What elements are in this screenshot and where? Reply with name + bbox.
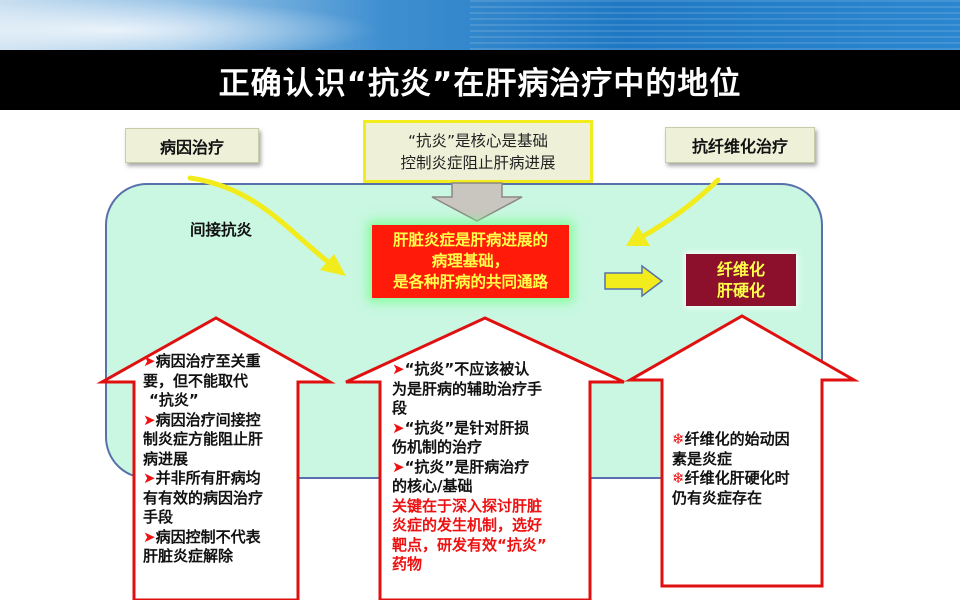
- indirect-anti-inflammation-label: 间接抗炎: [190, 218, 252, 240]
- right-line-3: ❄纤维化肝硬化时: [672, 469, 790, 487]
- antifibrosis-therapy-label: 抗纤维化治疗: [665, 127, 815, 163]
- left-line-9: 手段: [143, 508, 174, 526]
- right-line-4: 仍有炎症存在: [672, 488, 763, 507]
- right-line-2: 素是炎症: [672, 449, 733, 468]
- core-line-1: 肝脏炎症是肝病进展的: [392, 231, 548, 249]
- triangle-right-icon: ➤: [392, 418, 405, 437]
- snowflake-icon: ❄: [672, 430, 685, 448]
- left-line-3: “抗炎”: [149, 391, 199, 409]
- indirect-label-text: 间接抗炎: [190, 221, 253, 239]
- callout-line-2: 控制炎症阻止肝病进展: [400, 153, 556, 172]
- middle-line-5: 伤机制的治疗: [392, 438, 483, 456]
- middle-line-7: 的核心/基础: [392, 477, 473, 495]
- slide-title: 正确认识“抗炎”在肝病治疗中的地位: [218, 65, 742, 102]
- callout-line-1: “抗炎”是核心是基础: [407, 131, 549, 150]
- etiology-therapy-label: 病因治疗: [125, 128, 259, 163]
- banner-stripes: [470, 0, 960, 50]
- banner-glow: [0, 0, 380, 50]
- outcome-box: 纤维化 肝硬化: [686, 254, 796, 306]
- middle-highlight-3: 靶点，研发有效“抗炎”: [392, 535, 547, 554]
- antifibrosis-arrowhead: [626, 226, 650, 246]
- header-banner: [0, 0, 960, 50]
- core-to-outcome-arrow: [604, 264, 664, 298]
- middle-line-6: ➤“抗炎”是肝病治疗: [392, 457, 530, 476]
- left-line-11: 肝脏炎症解除: [143, 547, 234, 565]
- etiology-therapy-text: 病因治疗: [159, 137, 224, 157]
- middle-line-2: 为是肝病的辅助治疗手: [392, 379, 543, 398]
- middle-highlight-4: 药物: [392, 555, 423, 573]
- right-up-arrow: [624, 314, 860, 588]
- left-line-10: ➤病因控制不代表: [143, 527, 261, 546]
- etiology-arrowhead: [320, 254, 346, 276]
- left-line-5: 制炎症方能阻止肝: [143, 430, 264, 448]
- left-arrow-text: ➤病因治疗至关重 要，但不能取代 “抗炎” ➤病因治疗间接控 制炎症方能阻止肝 …: [143, 352, 293, 567]
- left-line-6: 病进展: [143, 449, 189, 468]
- core-line-3: 是各种肝病的共同通路: [392, 273, 548, 291]
- callout-down-arrow: [431, 182, 523, 222]
- triangle-right-icon: ➤: [143, 469, 156, 487]
- left-up-arrow: [96, 316, 336, 600]
- middle-arrow-text: ➤“抗炎”不应该被认 为是肝病的辅助治疗手 段 ➤“抗炎”是针对肝损 伤机制的治…: [392, 360, 588, 575]
- left-line-4: ➤病因治疗间接控: [143, 410, 261, 429]
- middle-up-arrow: [345, 316, 625, 600]
- left-line-2: 要，但不能取代: [143, 371, 249, 390]
- core-concept-box: 肝脏炎症是肝病进展的 病理基础， 是各种肝病的共同通路: [372, 225, 569, 298]
- right-arrow-text: ❄纤维化的始动因 素是炎症 ❄纤维化肝硬化时 仍有炎症存在: [672, 430, 818, 508]
- triangle-right-icon: ➤: [143, 352, 156, 370]
- left-line-8: 有有效的病因治疗: [143, 488, 264, 507]
- outcome-line-1: 纤维化: [716, 260, 765, 279]
- middle-line-3: 段: [392, 399, 408, 417]
- triangle-right-icon: ➤: [392, 360, 405, 378]
- middle-highlight-1: 关键在于深入探讨肝脏: [392, 496, 543, 515]
- core-callout-box: “抗炎”是核心是基础 控制炎症阻止肝病进展: [363, 120, 593, 183]
- triangle-right-icon: ➤: [392, 457, 405, 476]
- right-line-1: ❄纤维化的始动因: [672, 430, 790, 448]
- antifibrosis-curved-arrow: [637, 177, 721, 241]
- middle-line-1: ➤“抗炎”不应该被认: [392, 360, 530, 378]
- snowflake-icon: ❄: [672, 469, 685, 487]
- etiology-curved-arrow: [187, 175, 339, 271]
- triangle-right-icon: ➤: [143, 410, 156, 429]
- outcome-line-2: 肝硬化: [716, 281, 765, 300]
- middle-line-4: ➤“抗炎”是针对肝损: [392, 418, 530, 437]
- core-line-2: 病理基础，: [431, 252, 510, 270]
- middle-highlight-2: 炎症的发生机制，选好: [392, 516, 543, 534]
- antifibrosis-therapy-text: 抗纤维化治疗: [691, 137, 788, 156]
- title-bar: 正确认识“抗炎”在肝病治疗中的地位: [0, 50, 960, 110]
- triangle-right-icon: ➤: [143, 527, 156, 546]
- left-line-1: ➤病因治疗至关重: [143, 352, 261, 370]
- left-line-7: ➤并非所有肝病均: [143, 469, 261, 487]
